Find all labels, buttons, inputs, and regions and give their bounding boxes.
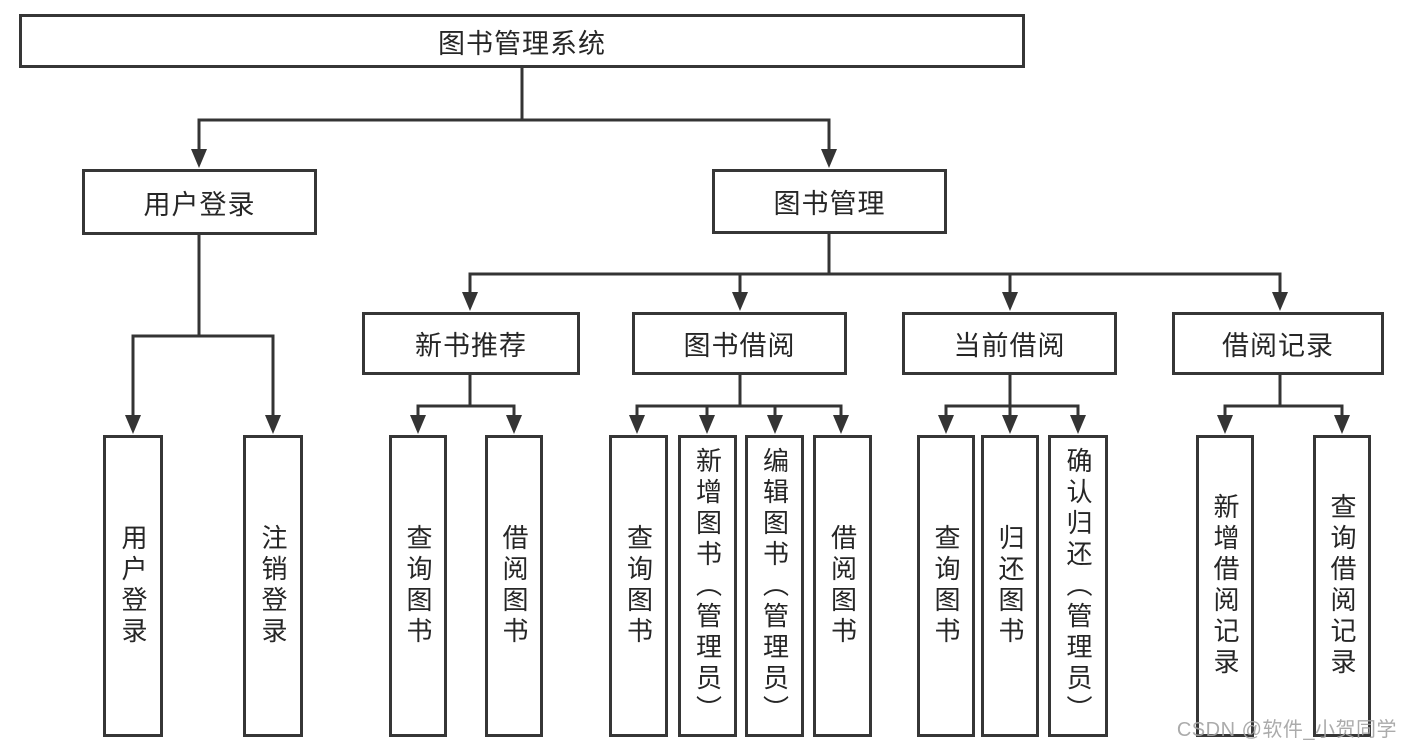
node-bookborrow-query-label: 查询图书 xyxy=(623,524,654,648)
node-bookborrow-borrow-label: 借阅图书 xyxy=(827,524,858,648)
node-bookborrow-add: 新增图书（管理员） xyxy=(678,435,737,737)
node-bookborrow-edit-label: 编辑图书（管理员） xyxy=(759,446,790,726)
watermark: CSDN @软件_小贺同学 xyxy=(1176,719,1397,741)
node-records-add: 新增借阅记录 xyxy=(1196,435,1254,737)
node-current-borrow: 当前借阅 xyxy=(902,312,1117,375)
node-currentborrow-confirm-label: 确认归还（管理员） xyxy=(1063,446,1093,726)
node-newbooks-borrow-label: 借阅图书 xyxy=(499,524,529,648)
node-bookborrow-add-label: 新增图书（管理员） xyxy=(692,446,723,726)
node-currentborrow-confirm: 确认归还（管理员） xyxy=(1048,435,1108,737)
node-user-login: 用户登录 xyxy=(82,169,317,235)
node-currentborrow-query-label: 查询图书 xyxy=(931,524,961,648)
node-logout-label: 注销登录 xyxy=(258,524,288,648)
node-records-query-label: 查询借阅记录 xyxy=(1327,493,1357,679)
node-logout: 注销登录 xyxy=(243,435,303,737)
node-currentborrow-return-label: 归还图书 xyxy=(995,524,1025,648)
node-newbooks-query: 查询图书 xyxy=(389,435,447,737)
node-book-borrow-label: 图书借阅 xyxy=(683,331,796,361)
node-new-books: 新书推荐 xyxy=(362,312,580,375)
node-system-label: 图书管理系统 xyxy=(438,28,606,59)
node-system: 图书管理系统 xyxy=(19,14,1025,68)
node-newbooks-borrow: 借阅图书 xyxy=(485,435,543,737)
node-bookborrow-borrow: 借阅图书 xyxy=(813,435,872,737)
node-book-mgmt: 图书管理 xyxy=(712,169,947,234)
node-records-add-label: 新增借阅记录 xyxy=(1210,493,1240,679)
node-bookborrow-query: 查询图书 xyxy=(609,435,668,737)
node-records-query: 查询借阅记录 xyxy=(1313,435,1371,737)
node-login: 用户登录 xyxy=(103,435,163,737)
node-currentborrow-return: 归还图书 xyxy=(981,435,1039,737)
node-book-mgmt-label: 图书管理 xyxy=(773,189,886,219)
node-login-label: 用户登录 xyxy=(118,524,148,648)
node-book-borrow: 图书借阅 xyxy=(632,312,847,375)
node-borrow-records-label: 借阅记录 xyxy=(1222,331,1334,361)
node-user-login-label: 用户登录 xyxy=(143,189,256,220)
node-current-borrow-label: 当前借阅 xyxy=(953,331,1066,361)
node-newbooks-query-label: 查询图书 xyxy=(403,524,433,648)
node-borrow-records: 借阅记录 xyxy=(1172,312,1384,375)
node-new-books-label: 新书推荐 xyxy=(415,331,527,361)
node-bookborrow-edit: 编辑图书（管理员） xyxy=(745,435,804,737)
node-currentborrow-query: 查询图书 xyxy=(917,435,975,737)
